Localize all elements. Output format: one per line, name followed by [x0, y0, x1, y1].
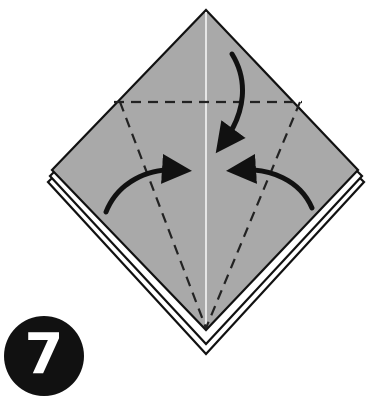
step-number-badge: 7 [4, 316, 84, 396]
step-number: 7 [25, 327, 64, 383]
